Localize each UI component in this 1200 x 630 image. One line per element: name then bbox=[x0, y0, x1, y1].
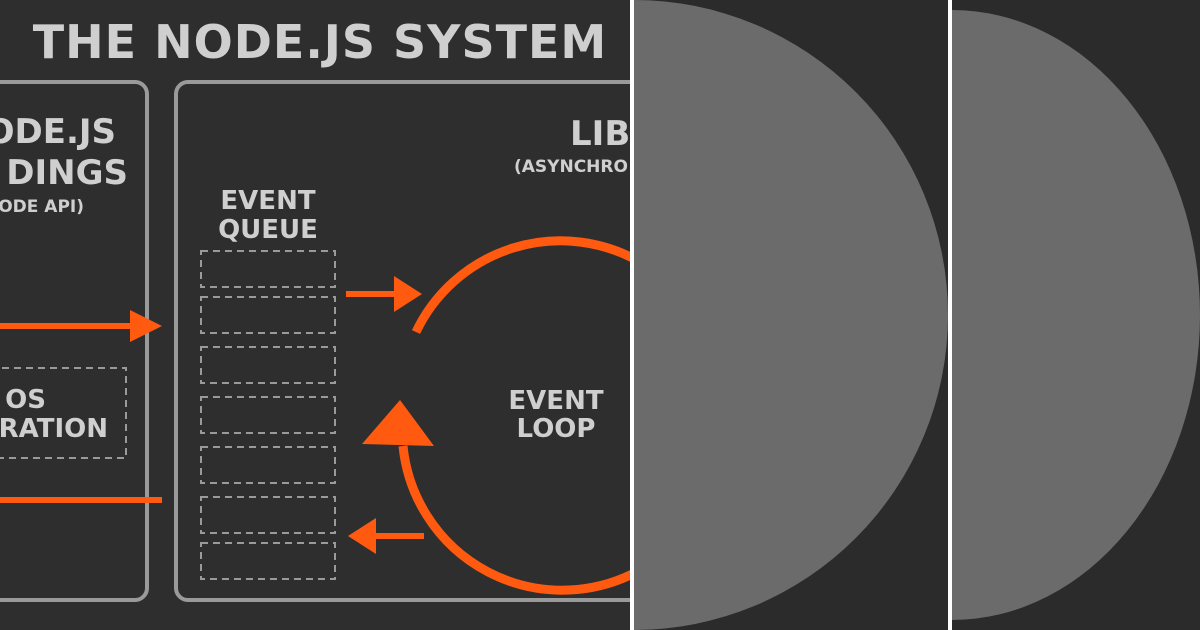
event-loop-line2: LOOP bbox=[517, 414, 596, 444]
event-loop-arc-bottom bbox=[398, 445, 630, 595]
bindings-label-line2: DINGS bbox=[6, 153, 128, 193]
panel-divider bbox=[948, 0, 952, 630]
bindings-label-line1: ODE.JS bbox=[0, 112, 116, 152]
os-operation-box bbox=[0, 367, 127, 459]
placeholder-panel bbox=[952, 0, 1200, 630]
queue-slot bbox=[200, 250, 336, 288]
queue-slot bbox=[200, 396, 336, 434]
bindings-sublabel: ODE API) bbox=[0, 197, 84, 217]
queue-slot bbox=[200, 446, 336, 484]
queue-slot bbox=[200, 346, 336, 384]
queue-slot bbox=[200, 496, 336, 534]
request-arrow-head bbox=[130, 310, 162, 342]
diagram-svg: THE NODE.JS SYSTEM ODE.JS DINGS ODE API)… bbox=[0, 15, 630, 602]
panel-divider bbox=[630, 0, 634, 630]
loop-to-queue-arrow-head bbox=[348, 518, 376, 554]
event-loop-line1: EVENT bbox=[508, 386, 603, 416]
libuv-box bbox=[174, 80, 630, 602]
os-operation-line2: ERATION bbox=[0, 414, 108, 444]
event-queue-slots bbox=[200, 250, 336, 580]
bindings-box bbox=[0, 80, 149, 602]
half-disc bbox=[634, 0, 948, 630]
libuv-title: LIB bbox=[570, 114, 630, 154]
diagram-title: THE NODE.JS SYSTEM bbox=[33, 15, 607, 69]
event-queue-line2: QUEUE bbox=[218, 215, 318, 245]
half-disc-shape bbox=[952, 10, 1200, 620]
queue-slot bbox=[200, 542, 336, 580]
placeholder-panel bbox=[634, 0, 948, 630]
queue-to-loop-arrow-head bbox=[394, 276, 422, 312]
os-operation-line1: OS bbox=[5, 385, 46, 415]
node-system-diagram: THE NODE.JS SYSTEM ODE.JS DINGS ODE API)… bbox=[0, 15, 630, 602]
half-disc bbox=[952, 10, 1200, 620]
libuv-subtitle: (ASYNCHRO bbox=[514, 157, 628, 177]
event-loop-arrow-head bbox=[362, 400, 434, 446]
queue-slot bbox=[200, 296, 336, 334]
half-disc-shape bbox=[634, 0, 948, 630]
event-queue-line1: EVENT bbox=[220, 186, 315, 216]
event-loop-arc-top bbox=[411, 236, 630, 334]
